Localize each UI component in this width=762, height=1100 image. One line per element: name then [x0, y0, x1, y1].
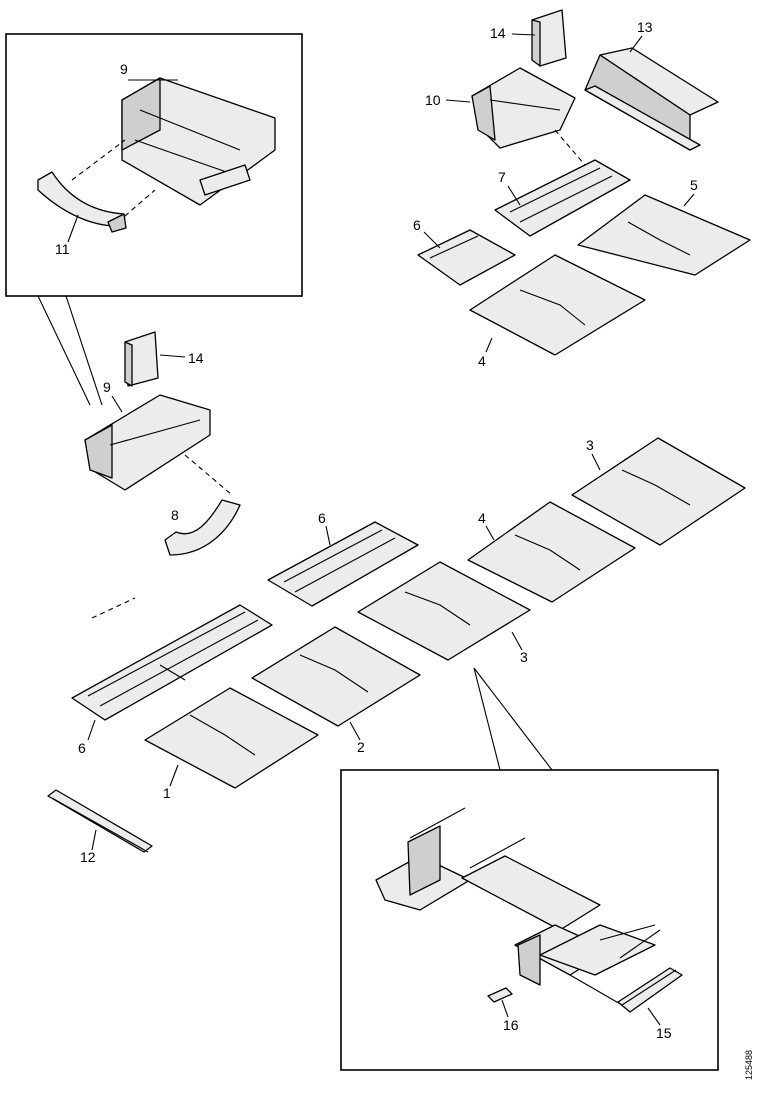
label-12: 12 — [80, 849, 96, 865]
part-7-frame — [494, 159, 631, 237]
part-4-mat-upper — [469, 254, 646, 356]
label-6-middle: 6 — [318, 510, 326, 526]
detail-leader-2-right — [473, 667, 553, 771]
figure-id: 125488 — [744, 1050, 754, 1080]
part-8-bracket — [164, 499, 241, 556]
label-15: 15 — [656, 1025, 672, 1041]
detail-curved-bracket — [37, 171, 125, 227]
label-14-upper: 14 — [490, 25, 506, 41]
part-5-mat — [577, 194, 751, 276]
label-4-lower: 4 — [478, 510, 486, 526]
part-12-strip — [47, 789, 153, 853]
detail-leader-2-left — [473, 667, 501, 771]
label-3-upper: 3 — [586, 437, 594, 453]
label-10: 10 — [425, 92, 441, 108]
part-13-angle — [584, 47, 719, 151]
part-15-rail — [617, 967, 683, 1013]
part-6-frame-middle — [267, 521, 419, 607]
detail-mat-joint-assembly — [375, 807, 661, 1006]
label-11: 11 — [55, 241, 70, 257]
part-14-lower — [124, 331, 159, 387]
label-6-upper: 6 — [413, 217, 421, 233]
label-1: 1 — [163, 785, 171, 801]
label-2: 2 — [357, 739, 365, 755]
detail-box-mat-joint — [340, 769, 719, 1071]
part-14-upper — [531, 9, 567, 67]
part-3-mat-upper — [571, 437, 746, 546]
detail-leader-right — [65, 295, 103, 406]
part-6-frame-upper — [417, 229, 516, 286]
label-4-upper: 4 — [478, 353, 486, 369]
dash-9-8 — [184, 454, 233, 496]
label-16: 16 — [503, 1017, 519, 1033]
part-6-frame-long — [71, 604, 273, 721]
label-3-middle: 3 — [520, 649, 528, 665]
detail-box-rail-joint — [5, 33, 303, 297]
dash-10-7 — [554, 129, 586, 166]
part-3-mat-middle — [357, 561, 531, 661]
part-9-rail — [84, 394, 211, 491]
part-16-clip — [487, 987, 513, 1003]
part-10-rail — [471, 67, 576, 149]
label-14-lower: 14 — [188, 350, 204, 366]
label-5: 5 — [690, 177, 698, 193]
detail-dash-lower — [117, 189, 156, 223]
detail-dash-upper — [71, 139, 126, 181]
label-9: 9 — [103, 379, 111, 395]
detail-rail-section — [121, 77, 276, 206]
part-1-mat — [144, 687, 319, 789]
label-13: 13 — [637, 19, 653, 35]
label-6-long: 6 — [78, 740, 86, 756]
label-9-detail: 9 — [120, 61, 128, 77]
part-2-mat — [251, 626, 421, 727]
detail-leader-left — [37, 295, 91, 406]
part-4-mat-lower — [467, 501, 636, 603]
dash-left — [91, 597, 136, 619]
label-7: 7 — [498, 169, 506, 185]
label-8: 8 — [171, 507, 179, 523]
